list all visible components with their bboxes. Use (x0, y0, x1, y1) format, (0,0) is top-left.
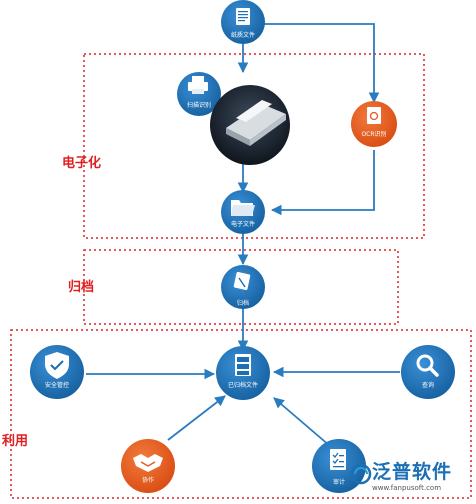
checklist-icon (330, 449, 346, 470)
arrow-collaborate-to-archived (167, 395, 226, 441)
audit-label: 审计 (332, 479, 345, 486)
utilize-region (10, 329, 472, 499)
utilize-region-label: 利用 (2, 434, 29, 449)
archive-card-icon (233, 271, 251, 291)
folder-icon (231, 200, 255, 216)
ocr-node (351, 101, 397, 147)
ocr-document-icon (367, 107, 381, 124)
query-label: 查询 (421, 382, 434, 389)
electronic-document-node (221, 190, 265, 234)
archive-label: 归档 (236, 300, 249, 307)
brand-logo-icon (350, 463, 372, 485)
brand-url: www.fanpusoft.com (372, 483, 442, 492)
archive-node (221, 265, 265, 309)
query-node (401, 345, 455, 399)
ocr-label: OCR识别 (361, 131, 387, 138)
connectors (86, 23, 400, 447)
digitize-region-label: 电子化 (62, 156, 102, 171)
electronic-document-label: 电子文件 (230, 221, 255, 228)
scan-node (177, 72, 221, 116)
brand-logo: 泛普软件 www.fanpusoft.com (372, 456, 452, 492)
paper-document-label: 纸质文件 (230, 32, 255, 39)
arrow-audit-to-archived (273, 397, 331, 447)
brand-name: 泛普软件 (372, 460, 453, 483)
scan-label: 扫描识别 (186, 102, 211, 109)
archive-region-label: 归档 (68, 280, 95, 295)
security-label: 安全管控 (44, 382, 69, 389)
digitize-region (83, 53, 425, 239)
security-node (30, 345, 84, 399)
paper-document-node (221, 0, 265, 44)
collaborate-node (121, 439, 175, 493)
arrow-paper-to-ocr (264, 23, 380, 104)
shield-icon (45, 352, 69, 379)
printer-icon (188, 76, 208, 94)
collaborate-label: 协作 (141, 477, 154, 484)
archive-region (83, 249, 399, 325)
archived-document-label: 已归档文件 (227, 382, 258, 389)
scanner-device-image (210, 85, 290, 165)
document-icon (236, 8, 250, 25)
search-icon (416, 354, 439, 377)
cabinet-icon (235, 354, 251, 376)
arrow-ocr-to-edoc (270, 150, 375, 216)
archived-document-node (216, 346, 270, 400)
handshake-icon (133, 454, 163, 472)
